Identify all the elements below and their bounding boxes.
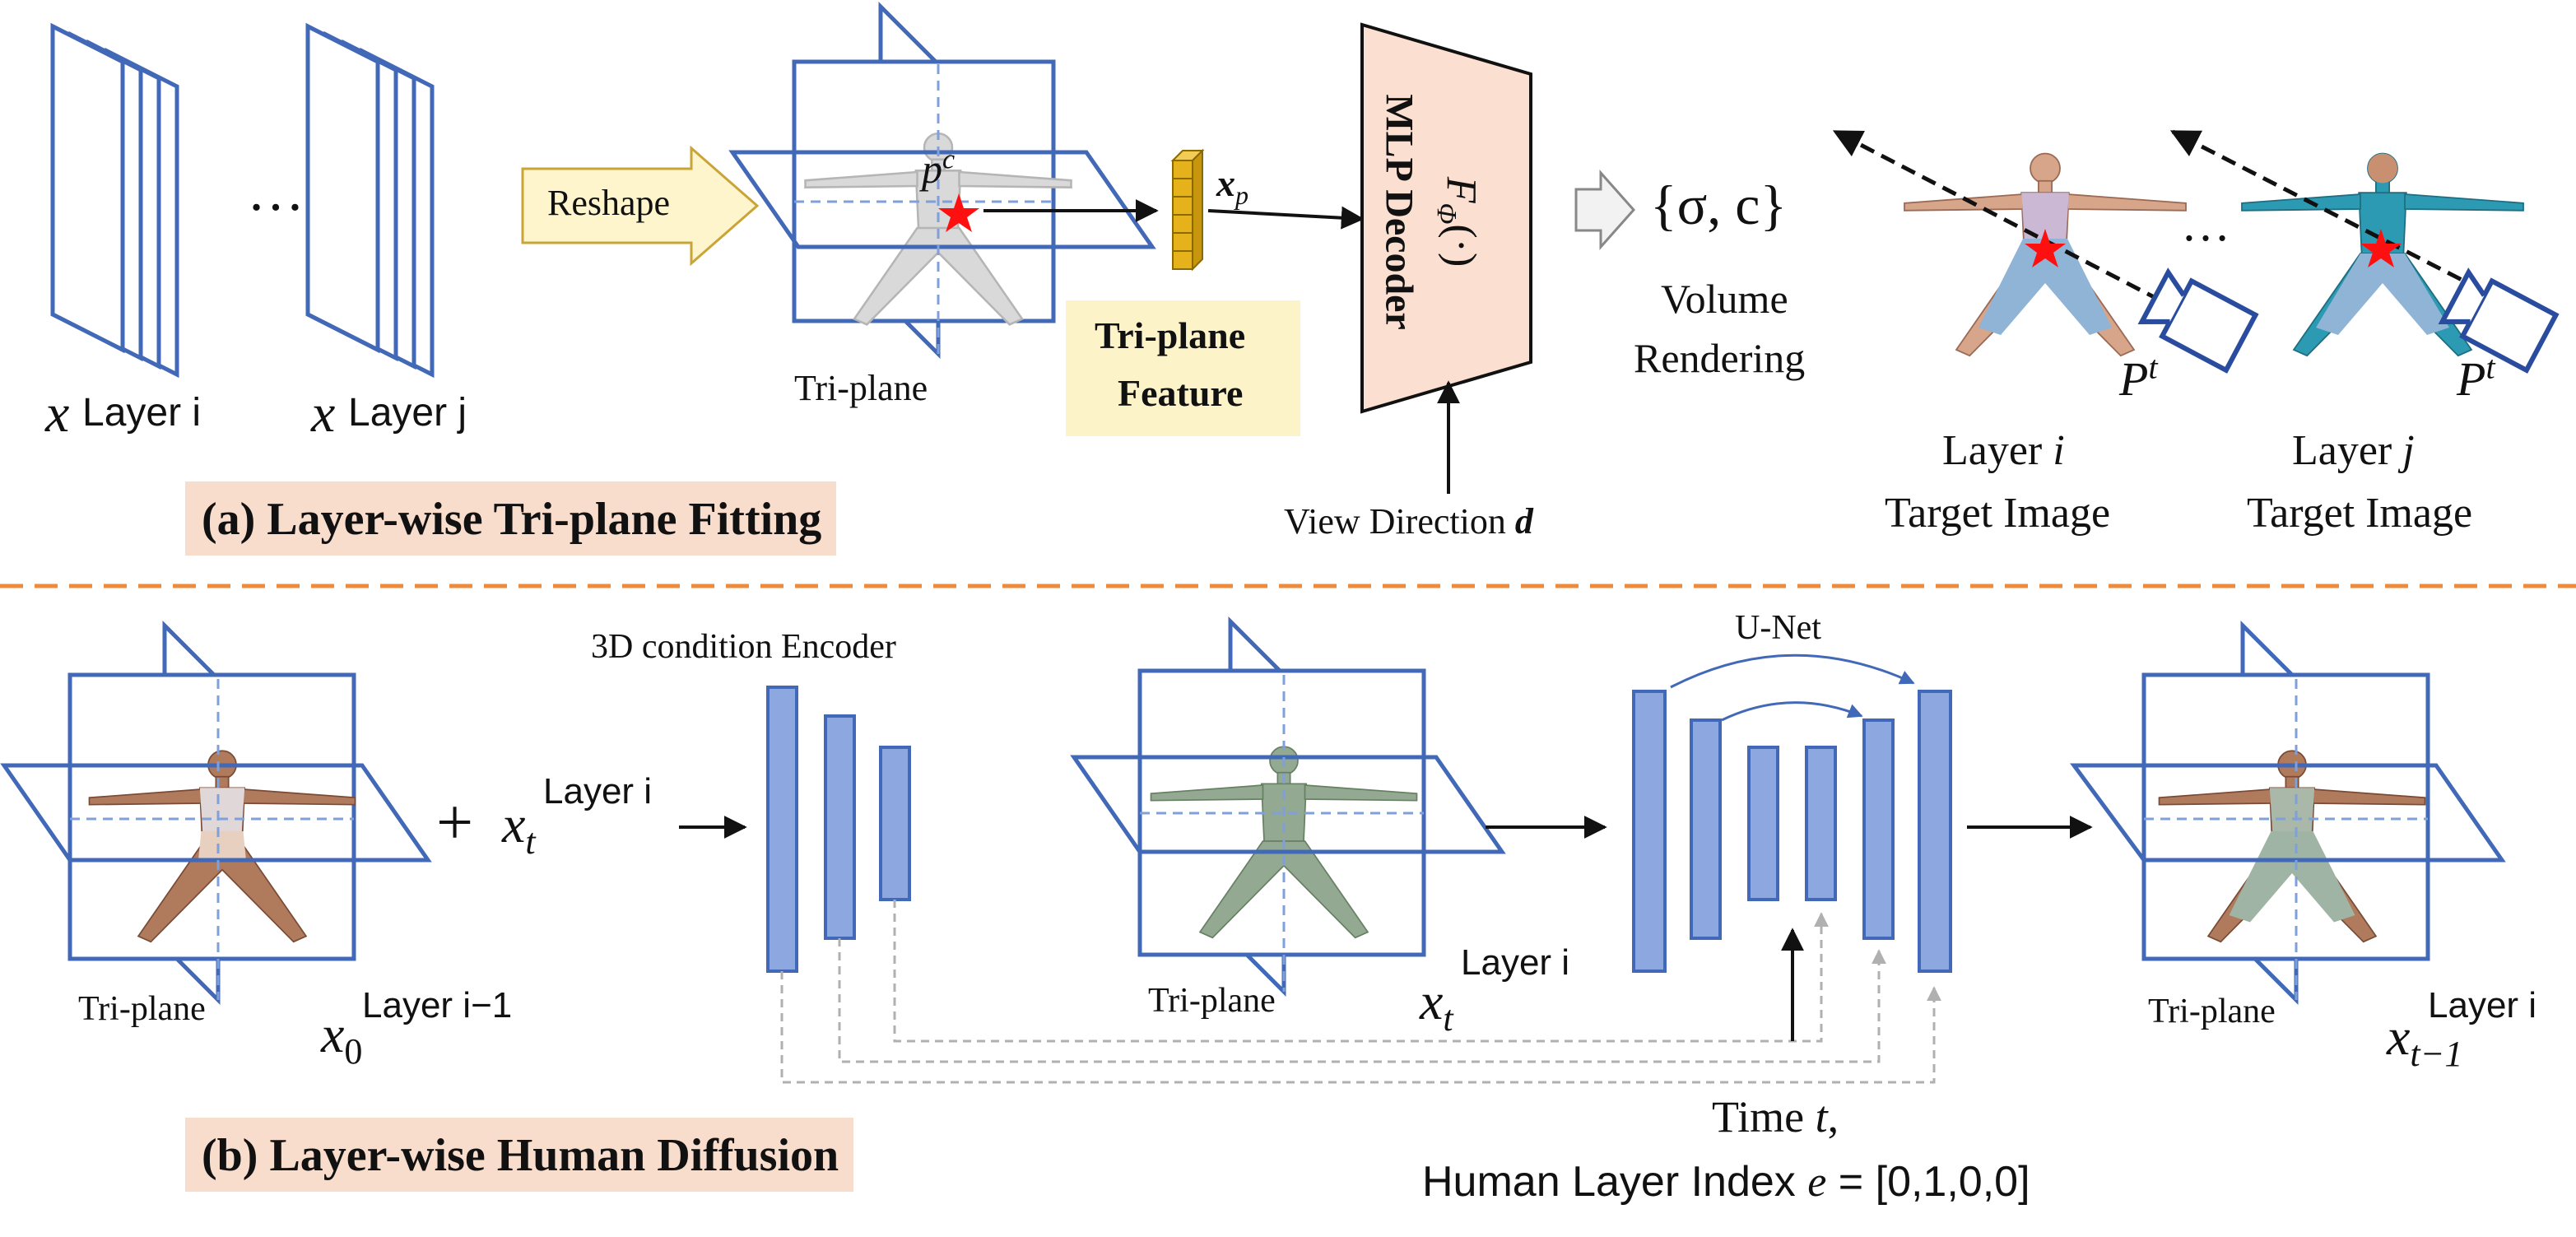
xt1-label: xt−1 xyxy=(2387,1007,2463,1074)
bottom-right-triplane-label: Tri-plane xyxy=(2148,993,2276,1030)
xt-mid-sup: Layer i xyxy=(1461,942,1570,983)
pt-label-j: Pt xyxy=(2457,348,2495,406)
mlp-decoder xyxy=(1360,22,1532,414)
unet-title: U-Net xyxy=(1735,609,1821,647)
bottom-left-triplane xyxy=(0,620,432,1006)
bottom-right-triplane xyxy=(2070,620,2506,1006)
volume-label: Volume xyxy=(1661,276,1788,322)
xt1-sup: Layer i xyxy=(2428,985,2537,1025)
encoder-title: 3D condition Encoder xyxy=(591,628,896,666)
section-b-title: (b) Layer-wise Human Diffusion xyxy=(185,1118,854,1192)
condition-skips xyxy=(780,900,1941,1084)
feature-box-line1: Tri-plane xyxy=(1095,314,1246,356)
target-j-line1: Layer j xyxy=(2292,427,2415,474)
xt-sup: Layer i xyxy=(543,771,653,811)
view-direction-label: View Direction d xyxy=(1284,501,1533,542)
xt-mid-label: xt xyxy=(1420,972,1453,1039)
layer-j-label: x xyxy=(311,384,336,444)
x0-label: x0 xyxy=(321,1005,363,1072)
section-a-title: (a) Layer-wise Tri-plane Fitting xyxy=(185,481,837,556)
reshape-arrow xyxy=(521,145,760,267)
target-human-j xyxy=(2241,152,2524,357)
target-i-line1: Layer i xyxy=(1942,427,2065,474)
mlp-title: MLP Decoder xyxy=(1377,94,1421,330)
layer-i-sup: Layer i xyxy=(82,391,202,435)
feature-box-line2: Feature xyxy=(1118,372,1244,414)
top-triplane xyxy=(728,1,1156,360)
ellipsis-right: … xyxy=(2181,197,2230,251)
x0-sup: Layer i−1 xyxy=(362,985,513,1025)
encoder-bars xyxy=(766,686,911,973)
plus-sign: + xyxy=(436,787,474,859)
human-layer-index-label: Human Layer Index e = [0,1,0,0] xyxy=(1422,1158,2030,1206)
bottom-mid-triplane xyxy=(1070,616,1506,998)
layer-j-sup: Layer j xyxy=(348,391,467,435)
bottom-left-triplane-label: Tri-plane xyxy=(78,990,206,1028)
pc-label: pc xyxy=(922,144,956,192)
output-arrow xyxy=(1574,170,1636,250)
star-pc xyxy=(938,193,979,232)
target-i-line2: Target Image xyxy=(1885,490,2111,537)
camera-ray-j xyxy=(2169,129,2560,374)
feature-box xyxy=(1066,300,1300,436)
rendering-label: Rendering xyxy=(1634,335,1806,381)
target-human-i xyxy=(1904,152,2187,357)
feature-column xyxy=(1170,148,1205,272)
xt-label: xt xyxy=(502,795,536,862)
top-triplane-label: Tri-plane xyxy=(794,368,928,408)
bottom-mid-triplane-label: Tri-plane xyxy=(1148,982,1276,1020)
target-j-line2: Target Image xyxy=(2247,490,2473,537)
ellipsis-left: … xyxy=(247,160,305,223)
sigma-c-label: {σ, c} xyxy=(1650,174,1788,236)
camera-ray-i xyxy=(1832,129,2259,374)
xp-label: xp xyxy=(1216,162,1248,211)
unet-bars xyxy=(1632,690,1952,973)
reshape-label: Reshape xyxy=(547,183,671,223)
time-label: Time t, xyxy=(1712,1092,1839,1142)
pt-label-i: Pt xyxy=(2119,348,2158,406)
layer-i-label: x xyxy=(45,384,70,444)
